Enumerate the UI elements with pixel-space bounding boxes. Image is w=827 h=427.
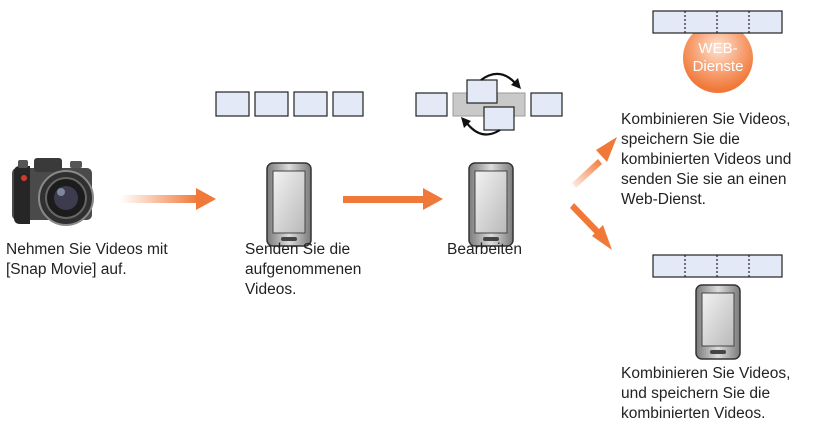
film-strip-icon	[652, 10, 783, 34]
camera-icon	[12, 158, 94, 226]
arrow-record-to-send	[120, 188, 216, 210]
smartphone-icon	[266, 162, 312, 247]
caption-send: Senden Sie die aufgenommenen Videos.	[245, 241, 362, 298]
caption-web: Kombinieren Sie Videos, speichern Sie di…	[621, 111, 792, 208]
arrow-send-to-edit	[343, 188, 443, 210]
smartphone-icon	[695, 284, 741, 360]
film-strip-icon	[215, 91, 364, 117]
film-strip-icon	[415, 79, 563, 131]
caption-record: Nehmen Sie Videos mit [Snap Movie] auf.	[6, 241, 168, 278]
rearrange-arrows-icon	[461, 72, 521, 136]
smartphone-icon	[468, 162, 514, 247]
caption-save: Kombinieren Sie Videos, und speichern Si…	[621, 365, 791, 422]
arrow-edit-to-save	[570, 203, 612, 250]
cloud-badge-icon	[683, 23, 753, 93]
arrow-edit-to-web	[572, 137, 617, 188]
caption-edit: Bearbeiten	[447, 241, 522, 258]
film-strip-icon	[652, 254, 783, 278]
web-badge-label: WEB- Dienste	[692, 40, 744, 75]
